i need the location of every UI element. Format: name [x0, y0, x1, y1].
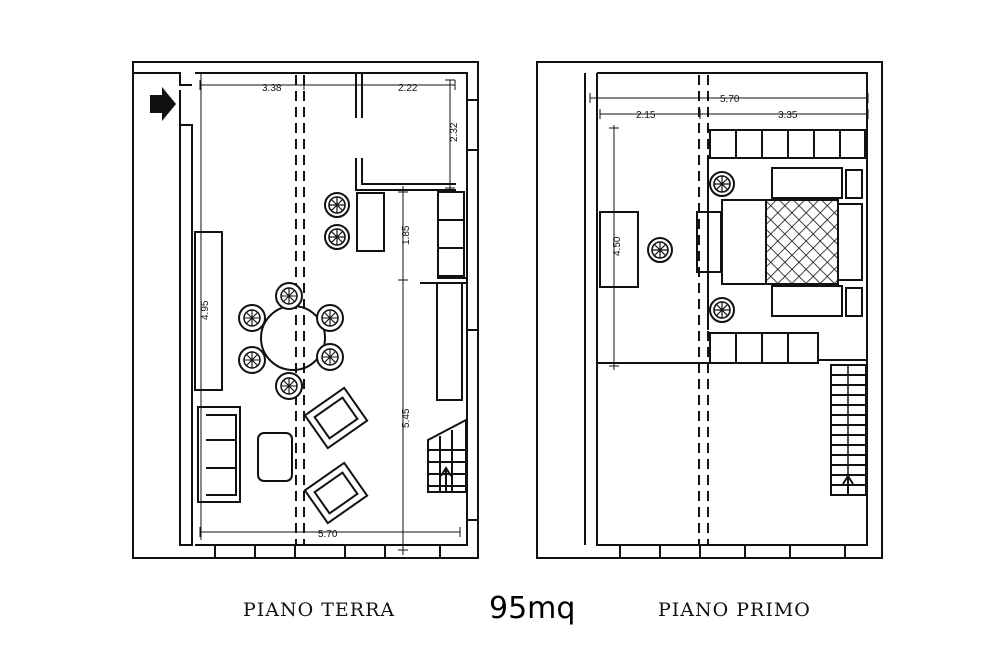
ground-dim-bottom: 5.70 — [318, 529, 338, 540]
area-label: 95mq — [489, 591, 575, 626]
first-floor-plan — [536, 61, 883, 559]
tv-cabinet — [194, 231, 223, 391]
first-dimension-lines — [589, 93, 869, 370]
ground-floor-plan — [132, 61, 479, 559]
ground-dimension-lines — [199, 72, 461, 555]
first-inner-wall — [584, 72, 868, 546]
ground-dim-mid-height: 1.85 — [401, 225, 412, 245]
ground-outer-wall — [132, 61, 479, 559]
first-dim-left: 2.15 — [636, 110, 656, 121]
ground-dim-right-height: 5.45 — [401, 408, 412, 428]
entrance-arrow-icon — [150, 87, 176, 121]
first-dim-total: 5.70 — [720, 94, 740, 105]
ground-floor-title: PIANO TERRA — [243, 599, 395, 621]
first-dim-height: 4.50 — [612, 236, 623, 256]
sofa — [197, 406, 241, 503]
double-bed — [721, 167, 863, 317]
ground-dim-top-right: 2.22 — [398, 83, 418, 94]
ground-stairs — [427, 418, 467, 493]
dining-chairs — [238, 282, 344, 400]
ground-plants — [324, 192, 350, 250]
bathroom-walls — [355, 73, 456, 191]
wardrobe-top — [709, 129, 866, 159]
first-outer-wall — [536, 61, 883, 559]
ground-dim-left-height: 4.95 — [200, 300, 211, 320]
ground-dim-bath-height: 2.32 — [449, 122, 460, 142]
wardrobe-bottom — [709, 332, 819, 364]
coffee-table — [257, 432, 293, 482]
first-dim-right: 3.35 — [778, 110, 798, 121]
ground-dim-top-left: 3.38 — [262, 83, 282, 94]
first-stairs — [830, 364, 867, 496]
first-floor-title: PIANO PRIMO — [658, 599, 811, 621]
dining-table — [260, 305, 326, 371]
desk — [599, 211, 639, 288]
armchair-lower — [303, 461, 369, 525]
armchair-upper — [303, 386, 369, 450]
